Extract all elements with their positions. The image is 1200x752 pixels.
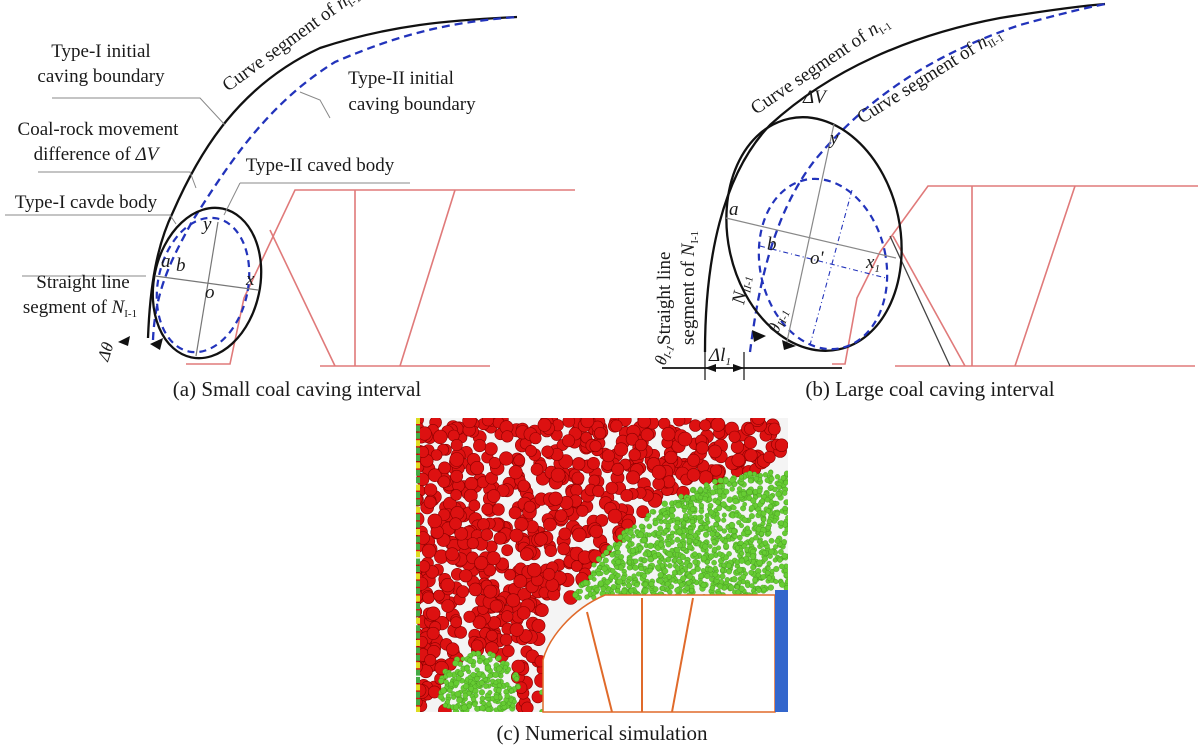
type2-boundary-curve-a	[151, 15, 518, 341]
type1-caved-body-b	[725, 116, 903, 352]
curve-segment-label-a: Curve segment of nI-1	[219, 0, 364, 98]
support-structure-b	[832, 185, 1198, 367]
type1-boundary-curve-a	[146, 15, 518, 339]
caption-a: (a) Small coal caving interval	[173, 377, 422, 401]
panel-a: Type-I initial caving boundary Curve seg…	[5, 0, 575, 401]
support-black-line-b	[889, 235, 951, 367]
delta-v-label-b: ΔV	[802, 87, 828, 108]
label-o-a: o	[205, 282, 215, 303]
label-a-a: a	[161, 251, 171, 272]
panel-c: (c) Numerical simulation	[416, 418, 788, 745]
label-y-a: y	[201, 214, 212, 235]
type2-caved-body-label: Type-II caved body	[246, 155, 395, 176]
panel-b: Curve segment of nI-1 Curve segment of n…	[651, 2, 1198, 401]
support-structure-a	[186, 189, 575, 367]
type1-boundary-label-l1: Type-I initial	[51, 41, 150, 62]
y2-axis-b	[809, 189, 853, 346]
caption-c: (c) Numerical simulation	[496, 721, 708, 745]
arrow-icon	[118, 336, 130, 346]
type2-caved-body-b	[757, 177, 889, 351]
coal-rock-label-l1: Coal-rock movement	[18, 119, 180, 140]
theta-i-label-b: θI-1	[651, 341, 678, 368]
label-y-b: y	[828, 128, 839, 149]
type1-boundary-label-l2: caving boundary	[37, 66, 165, 87]
x-axis-a	[154, 275, 259, 291]
arrow-icon	[752, 330, 766, 342]
y-axis-a	[195, 221, 219, 357]
x-axis-b	[725, 217, 897, 259]
type1-caved-body-label: Type-I cavde body	[15, 192, 158, 213]
arrow-icon	[705, 364, 716, 372]
coal-rock-label-l2: difference of ΔV	[34, 144, 161, 165]
label-b-a: b	[176, 255, 186, 276]
label-o-b: o'	[810, 248, 825, 269]
label-x1-b: x1	[865, 252, 880, 275]
arrow-icon	[733, 364, 744, 372]
straight-line-label-b-l2: segment of NI-1	[678, 231, 701, 345]
label-b-b: b	[767, 234, 777, 255]
particle-field	[416, 418, 788, 712]
caption-b: (b) Large coal caving interval	[805, 377, 1054, 401]
arrow-icon	[782, 340, 796, 350]
n-ii-label-b: NII-1	[728, 273, 756, 307]
type2-boundary-label-l1: Type-II initial	[348, 68, 454, 89]
straight-line-label-l2: segment of NI-1	[23, 297, 137, 320]
blue-coal-strip	[775, 590, 788, 712]
straight-line-label-b-l1: Straight line	[654, 252, 675, 345]
type1-caved-body-a	[151, 206, 263, 360]
arrow-icon	[150, 338, 163, 350]
x2-axis-b	[759, 245, 887, 279]
type2-boundary-label-l2: caving boundary	[348, 94, 476, 115]
type2-caved-body-a	[155, 216, 251, 354]
roadway-opening	[542, 594, 776, 713]
delta-theta-label: Δθ	[93, 340, 117, 364]
leader-lines-a	[5, 91, 410, 277]
straight-line-label-l1: Straight line	[36, 272, 129, 293]
delta-l-label-b: Δl1	[708, 345, 731, 368]
label-x-a: x	[245, 269, 255, 290]
support-frame-c	[586, 597, 694, 713]
label-a-b: a	[729, 199, 739, 220]
curve-n2-b	[748, 2, 1106, 353]
curve-n1-b	[703, 2, 1106, 353]
y-axis-b	[785, 123, 835, 347]
